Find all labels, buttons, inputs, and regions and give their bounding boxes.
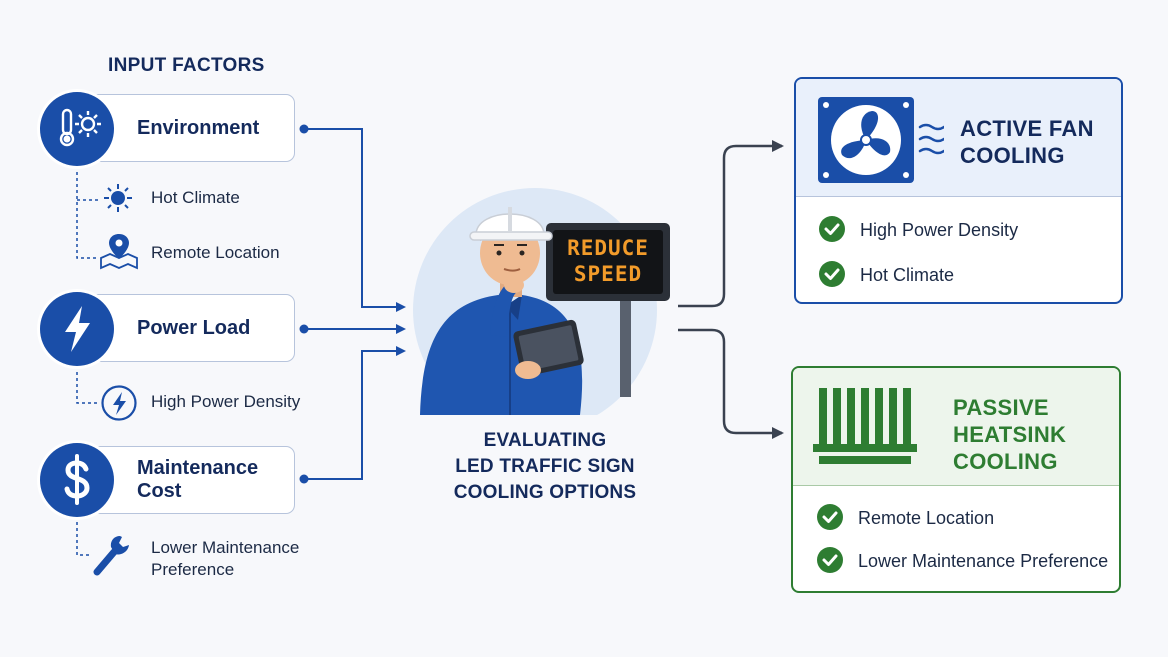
led-sign-text: REDUCE SPEED — [567, 236, 649, 286]
outcome-card-active-fan: ACTIVE FAN COOLING High Power Density Ho… — [794, 77, 1123, 304]
wire-to-active-fan — [678, 140, 784, 308]
check-icon — [817, 547, 843, 573]
factor-card-maintenance-cost: Maintenance Cost — [82, 446, 295, 514]
wire-to-passive-heatsink — [678, 328, 784, 439]
check-icon — [819, 261, 845, 287]
factor-card-environment: Environment — [82, 94, 295, 162]
lightning-icon — [40, 292, 114, 366]
outcome-item: Lower Maintenance Preference — [858, 551, 1109, 571]
check-icon — [819, 216, 845, 242]
outcome-title-passive-heatsink: PASSIVE HEATSINK COOLING — [953, 395, 1067, 474]
wrench-icon — [92, 532, 134, 581]
sub-item-lower-maintenance: Lower Maintenance Preference — [151, 538, 300, 579]
factor-label-maintenance-cost: Maintenance Cost — [137, 457, 259, 502]
outcome-item: Remote Location — [858, 508, 995, 528]
check-icon — [817, 504, 843, 530]
fan-icon — [818, 97, 946, 188]
outcome-item: Hot Climate — [860, 265, 955, 285]
outcome-item: High Power Density — [860, 220, 1019, 240]
center-title: EVALUATING LED TRAFFIC SIGN COOLING OPTI… — [453, 430, 637, 503]
dollar-icon — [40, 443, 114, 517]
sun-icon — [100, 183, 136, 218]
wire-environment — [304, 128, 406, 312]
lightning-circle-icon — [100, 384, 138, 427]
outcome-title-active-fan: ACTIVE FAN COOLING — [960, 116, 1094, 168]
wire-maintenance — [304, 346, 406, 480]
outcome-card-passive-heatsink: PASSIVE HEATSINK COOLING Remote Location… — [791, 366, 1121, 593]
sub-item-remote-location: Remote Location — [151, 243, 280, 262]
engineer-with-tablet-illustration — [413, 188, 670, 415]
factor-label-environment: Environment — [137, 116, 260, 139]
thermometer-sun-icon — [40, 92, 114, 166]
map-pin-icon — [98, 232, 140, 275]
heatsink-icon — [813, 388, 919, 471]
sub-item-hot-climate: Hot Climate — [151, 188, 240, 207]
section-title-input-factors: INPUT FACTORS — [108, 55, 265, 76]
factor-label-power-load: Power Load — [137, 316, 251, 339]
sub-item-high-power-density: High Power Density — [151, 392, 301, 411]
